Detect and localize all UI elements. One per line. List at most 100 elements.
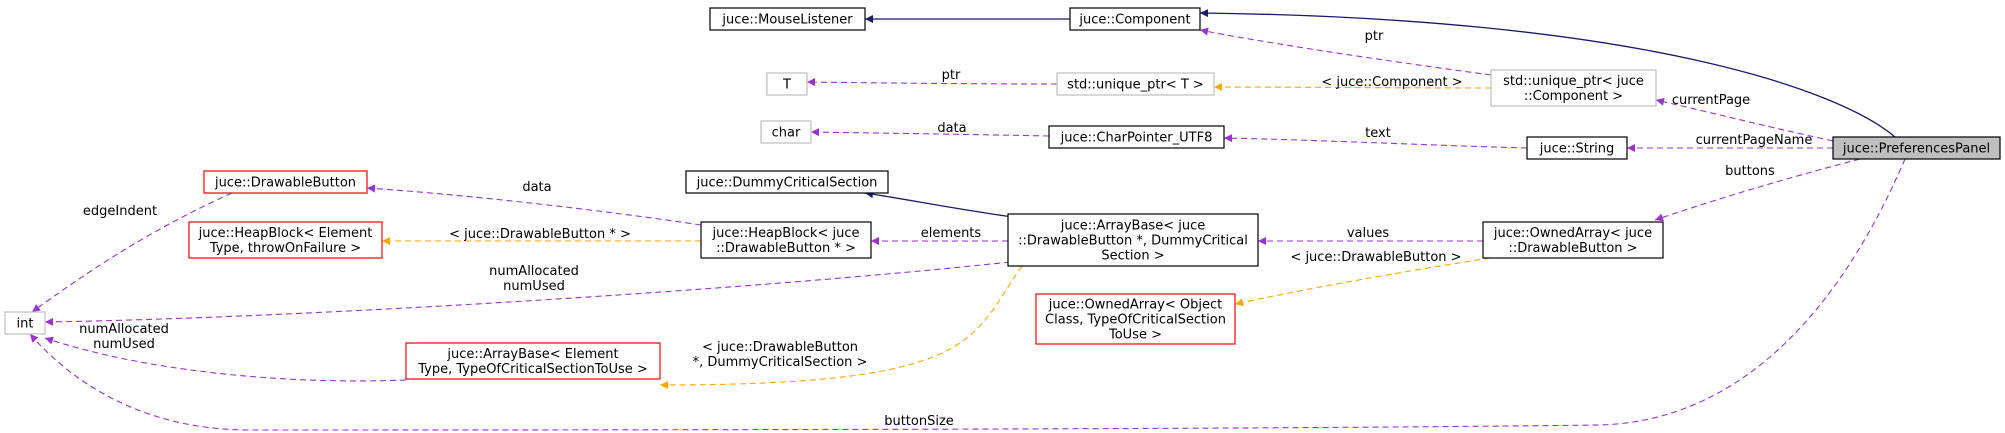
node-label: ::Component >: [1524, 89, 1623, 104]
edge-label: < juce::DrawableButton >: [1290, 250, 1461, 265]
node-box: [405, 342, 661, 380]
node-unique-ptr-t[interactable]: std::unique_ptr< T >: [1056, 72, 1215, 96]
edge-panel_component: [1199, 9, 1896, 138]
edge-line-panel_component: [1199, 9, 1896, 138]
edge-line-ownedarray_ownedgeneric: [1234, 257, 1491, 307]
edge-line-panel_ownedarray: [1654, 158, 1861, 222]
edge-label: elements: [921, 226, 982, 241]
node-box: [188, 221, 383, 259]
node-label: juce::ArrayBase< juce: [1060, 219, 1205, 234]
node-label: juce::DummyCriticalSection: [696, 176, 878, 191]
node-label: Type, TypeOfCriticalSectionToUse >: [417, 362, 648, 377]
node-box: [685, 170, 889, 194]
node-box: [1056, 72, 1215, 96]
node-label: juce::OwnedArray< juce: [1493, 226, 1652, 241]
edge-drawable_int: edgeIndent: [31, 192, 233, 313]
node-heapblock-drawable[interactable]: juce::HeapBlock< juce::DrawableButton * …: [700, 221, 872, 259]
edge-dummy_arraybase: [864, 190, 1014, 218]
node-box: [1490, 69, 1657, 107]
node-char-pointer-utf8[interactable]: juce::CharPointer_UTF8: [1048, 125, 1225, 149]
node-label: juce::HeapBlock< juce: [712, 226, 860, 241]
edge-label: numUsed: [503, 279, 565, 294]
edge-panel_ownedarray: buttons: [1654, 158, 1861, 222]
edge-panel_uptrcomp: currentPage: [1655, 93, 1834, 142]
node-label: std::unique_ptr< juce: [1503, 74, 1644, 89]
edge-line-uptrt_t: [806, 78, 1058, 87]
edge-line-utf8_char: [810, 128, 1050, 137]
node-string[interactable]: juce::String: [1526, 136, 1628, 160]
node-box: [1069, 7, 1201, 31]
node-label: Section >: [1101, 249, 1164, 264]
node-dummy-critical-section[interactable]: juce::DummyCriticalSection: [685, 170, 889, 194]
edge-label: currentPage: [1672, 93, 1750, 108]
node-label: ToUse >: [1108, 328, 1162, 343]
edge-label: ptr: [942, 68, 961, 83]
node-preferences-panel[interactable]: juce::PreferencesPanel: [1832, 136, 2001, 160]
edge-string_utf8: text: [1223, 126, 1528, 149]
edge-label: data: [937, 121, 966, 136]
edge-label: < juce::Component >: [1321, 75, 1462, 90]
node-label: juce::CharPointer_UTF8: [1060, 131, 1213, 146]
node-label: juce::DrawableButton: [214, 176, 356, 191]
node-box: [1007, 213, 1259, 267]
edge-line-string_utf8: [1223, 134, 1528, 149]
node-char[interactable]: char: [760, 120, 812, 144]
edge-arraybase_heapdrawable: elements: [871, 226, 1008, 245]
edge-label: data: [522, 180, 551, 195]
node-box: [203, 170, 368, 194]
node-label: juce::PreferencesPanel: [1842, 142, 1990, 157]
node-box: [709, 7, 866, 31]
node-label: ::DrawableButton * >: [716, 241, 856, 256]
node-arraybase-drawable[interactable]: juce::ArrayBase< juce::DrawableButton *,…: [1007, 213, 1259, 267]
edge-line-uptrcomp_component: [1199, 27, 1492, 76]
node-box: [4, 311, 46, 335]
edge-line-drawable_int: [31, 192, 233, 313]
edge-line-panel_uptrcomp: [1655, 97, 1834, 142]
edge-uptrt_t: ptr: [806, 68, 1058, 87]
edge-line-panel_int: [29, 158, 1906, 431]
edge-heapdrawable_drawable: data: [366, 180, 702, 226]
node-label: std::unique_ptr< T >: [1067, 78, 1204, 93]
node-box: [760, 120, 812, 144]
node-label: int: [17, 317, 34, 332]
edge-line-uptrcomp_uptrt: [1213, 83, 1492, 92]
node-label: juce::HeapBlock< Element: [198, 226, 373, 241]
node-label: ::DrawableButton *, DummyCritical: [1018, 234, 1248, 249]
node-label: Class, TypeOfCriticalSection: [1045, 313, 1226, 328]
node-box: [700, 221, 872, 259]
edge-label: currentPageName: [1696, 133, 1813, 148]
node-ownedarray-drawable[interactable]: juce::OwnedArray< juce::DrawableButton >: [1482, 221, 1664, 259]
edge-utf8_char: data: [810, 121, 1050, 137]
edge-panel_string: currentPageName: [1627, 133, 1833, 152]
node-box: [766, 72, 808, 96]
edge-line-heapdrawable_drawable: [366, 184, 702, 226]
edge-label: edgeIndent: [83, 204, 157, 219]
edge-line-dummy_arraybase: [864, 190, 1014, 218]
edge-ownedarray_ownedgeneric: < juce::DrawableButton >: [1234, 250, 1491, 307]
node-t[interactable]: T: [766, 72, 808, 96]
node-int[interactable]: int: [4, 311, 46, 335]
node-unique-ptr-component[interactable]: std::unique_ptr< juce::Component >: [1490, 69, 1657, 107]
node-drawable-button[interactable]: juce::DrawableButton: [203, 170, 368, 194]
node-label: juce::MouseListener: [721, 13, 853, 28]
edge-line-arraybase_arraygeneric: [659, 265, 1023, 389]
edge-arraybase_arraygeneric: < juce::DrawableButton*, DummyCriticalSe…: [659, 265, 1023, 389]
edge-panel_int: buttonSize: [29, 158, 1906, 431]
node-box: [1048, 125, 1225, 149]
node-component[interactable]: juce::Component: [1069, 7, 1201, 31]
edge-ownedarray_arraybase: values: [1258, 226, 1483, 245]
node-box: [1832, 136, 2001, 160]
edge-label: buttons: [1725, 164, 1775, 179]
edge-heapdrawable_heapgeneric: < juce::DrawableButton * >: [382, 227, 701, 245]
edge-label: *, DummyCriticalSection >: [693, 355, 868, 370]
node-box: [1035, 293, 1236, 345]
node-label: T: [782, 78, 791, 93]
edge-uptrcomp_uptrt: < juce::Component >: [1213, 75, 1492, 92]
edge-label: numUsed: [93, 337, 155, 352]
node-mouse-listener[interactable]: juce::MouseListener: [709, 7, 866, 31]
